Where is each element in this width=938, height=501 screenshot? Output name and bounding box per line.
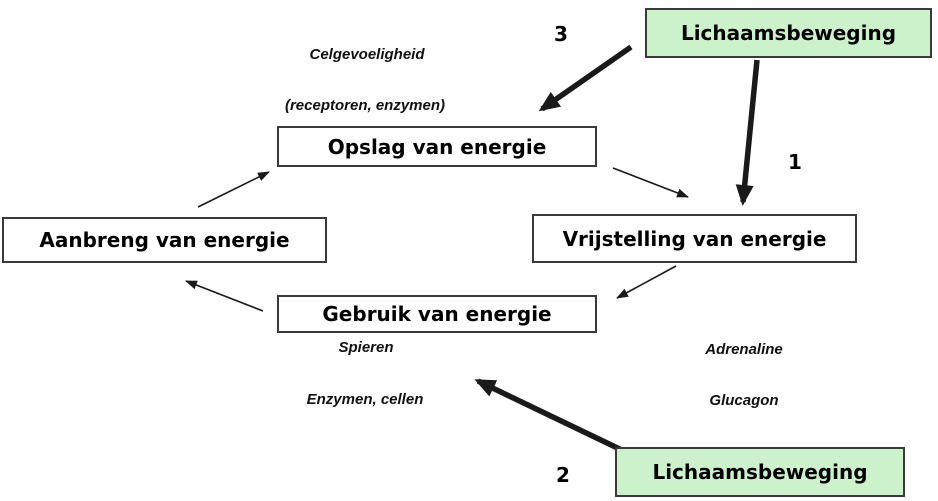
annotation-adrenaline: Adrenaline bbox=[705, 341, 783, 358]
node-label: Vrijstelling van energie bbox=[562, 226, 827, 251]
node-label: Lichaamsbeweging bbox=[680, 21, 897, 45]
node-label: Gebruik van energie bbox=[322, 302, 552, 326]
annotation-celgevoeligheid: Celgevoeligheid bbox=[309, 46, 425, 63]
node-gebruik-van-energie: Gebruik van energie bbox=[277, 295, 597, 333]
cycle-arrow-aanbreng-to-opslag bbox=[197, 171, 270, 208]
thick-arrow-2-beweging-to-gebruik bbox=[474, 378, 632, 457]
annotation-spieren: Spieren bbox=[338, 339, 394, 356]
node-aanbreng-van-energie: Aanbreng van energie bbox=[2, 217, 327, 263]
node-lichaamsbeweging-bottom: Lichaamsbeweging bbox=[615, 447, 905, 497]
node-label: Opslag van energie bbox=[327, 134, 547, 159]
thick-arrow-3-beweging-to-opslag bbox=[538, 44, 633, 112]
cycle-arrow-opslag-to-vrijstelling bbox=[612, 167, 689, 198]
node-opslag-van-energie: Opslag van energie bbox=[277, 126, 597, 167]
cycle-arrow-vrijstelling-to-gebruik bbox=[616, 265, 677, 299]
step-number-1: 1 bbox=[788, 150, 802, 174]
annotation-receptoren-enzymen: (receptoren, enzymen) bbox=[284, 97, 446, 114]
step-number-2: 2 bbox=[556, 463, 570, 487]
step-number-3: 3 bbox=[554, 22, 568, 46]
cycle-arrow-gebruik-to-aanbreng bbox=[185, 280, 264, 312]
node-label: Lichaamsbeweging bbox=[652, 460, 868, 484]
node-vrijstelling-van-energie: Vrijstelling van energie bbox=[532, 214, 857, 263]
annotation-enzymen-cellen: Enzymen, cellen bbox=[306, 391, 424, 408]
annotation-glucagon: Glucagon bbox=[709, 392, 779, 409]
thick-arrow-1-beweging-to-vrijstelling bbox=[735, 59, 760, 206]
node-label: Aanbreng van energie bbox=[39, 228, 290, 252]
node-lichaamsbeweging-top: Lichaamsbeweging bbox=[645, 8, 932, 58]
